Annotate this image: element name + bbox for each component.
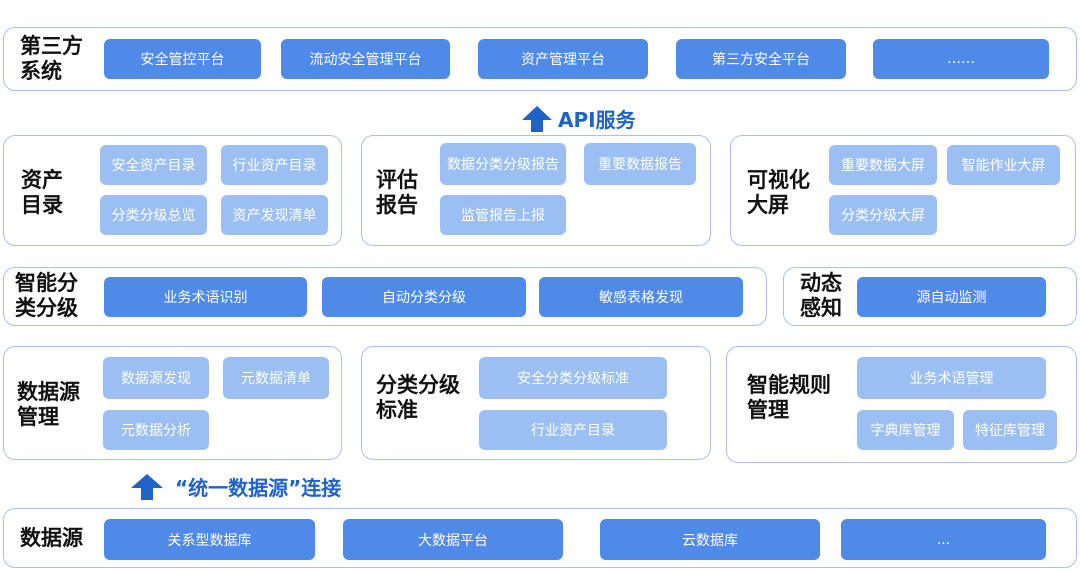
chip-industry-asset-catalog: 行业资产目录 xyxy=(221,145,328,185)
chip-important-data-report: 重要数据报告 xyxy=(584,143,696,185)
chip-third-party-security-platform: 第三方安全平台 xyxy=(676,39,846,79)
chip-metadata-analysis: 元数据分析 xyxy=(103,410,209,450)
arrow-up-icon xyxy=(131,473,163,500)
smart-classify-title: 智能分 类分级 xyxy=(15,271,78,320)
rule-mgmt-title: 智能规则 管理 xyxy=(747,373,831,422)
chip-cloud-db: 云数据库 xyxy=(600,519,820,560)
chip-security-control-platform: 安全管控平台 xyxy=(104,39,261,79)
chip-smart-ops-screen: 智能作业大屏 xyxy=(947,145,1060,185)
chip-business-term-mgmt: 业务术语管理 xyxy=(857,357,1046,399)
asset-catalog-title: 资产 目录 xyxy=(21,168,63,217)
arrow-up-icon xyxy=(522,105,552,132)
chip-relational-db: 关系型数据库 xyxy=(104,519,315,560)
chip-datasource-discovery: 数据源发现 xyxy=(103,357,209,399)
chip-regulatory-report: 监管报告上报 xyxy=(440,195,566,235)
chip-more-platforms: …… xyxy=(873,39,1049,79)
chip-classify-overview: 分类分级总览 xyxy=(100,195,207,235)
chip-sensitive-table-discovery: 敏感表格发现 xyxy=(539,277,743,317)
chip-important-data-screen: 重要数据大屏 xyxy=(829,145,937,185)
chip-industry-asset-catalog-std: 行业资产目录 xyxy=(479,410,667,450)
chip-business-term-recognition: 业务术语识别 xyxy=(104,277,307,317)
chip-classify-screen: 分类分级大屏 xyxy=(829,195,937,235)
dynamic-sense-title: 动态 感知 xyxy=(800,271,842,320)
chip-asset-discovery-list: 资产发现清单 xyxy=(221,195,328,235)
chip-flow-security-platform: 流动安全管理平台 xyxy=(281,39,450,79)
datasource-mgmt-title: 数据源 管理 xyxy=(17,380,80,429)
visual-screen-title: 可视化 大屏 xyxy=(747,168,810,217)
chip-more-sources: ... xyxy=(841,519,1046,560)
chip-classify-report: 数据分类分级报告 xyxy=(440,143,566,185)
chip-auto-classify: 自动分类分级 xyxy=(322,277,526,317)
third-party-title: 第三方 系统 xyxy=(20,34,83,83)
chip-dictionary-mgmt: 字典库管理 xyxy=(857,410,954,450)
api-service-text: API服务 xyxy=(558,108,636,132)
chip-security-classify-standard: 安全分类分级标准 xyxy=(479,357,667,399)
chip-asset-mgmt-platform: 资产管理平台 xyxy=(478,39,648,79)
classify-standard-title: 分类分级 标准 xyxy=(376,373,460,422)
unified-datasource-label: “统一数据源”连接 xyxy=(131,472,341,501)
chip-source-auto-monitor: 源自动监测 xyxy=(857,277,1046,317)
chip-security-asset-catalog: 安全资产目录 xyxy=(100,145,207,185)
chip-metadata-list: 元数据清单 xyxy=(223,357,329,399)
api-service-label: API服务 xyxy=(522,104,636,133)
chip-feature-lib-mgmt: 特征库管理 xyxy=(963,410,1057,450)
chip-big-data-platform: 大数据平台 xyxy=(343,519,563,560)
datasource-title: 数据源 xyxy=(20,526,83,550)
unified-datasource-text: “统一数据源”连接 xyxy=(175,476,342,500)
eval-report-title: 评估 报告 xyxy=(376,168,418,217)
